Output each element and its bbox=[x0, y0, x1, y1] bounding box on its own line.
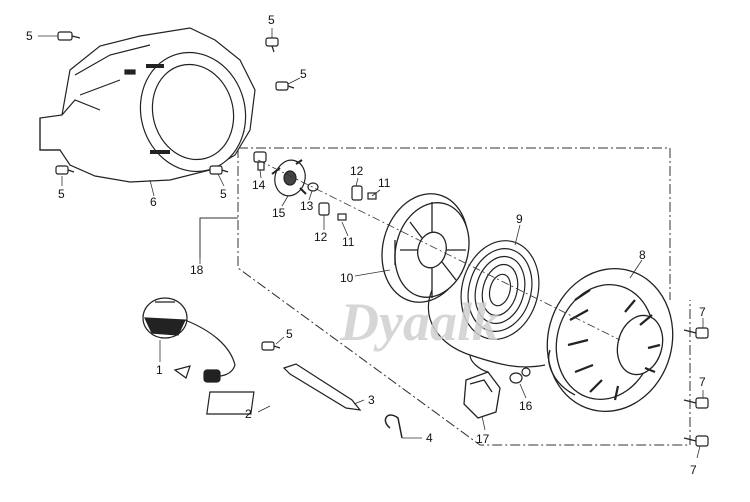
callout-5: 5 bbox=[220, 187, 227, 201]
screw-7c bbox=[683, 435, 709, 447]
assembly-boundary bbox=[238, 147, 671, 300]
callout-16: 16 bbox=[519, 399, 533, 413]
screw-7a bbox=[683, 327, 709, 339]
callout-5: 5 bbox=[268, 13, 275, 27]
callout-17: 17 bbox=[476, 432, 490, 446]
leader-lines bbox=[38, 28, 704, 459]
callout-5: 5 bbox=[26, 29, 33, 43]
label-sheet bbox=[206, 391, 255, 415]
assembly-boundary-left bbox=[237, 148, 690, 446]
ratchet bbox=[271, 159, 307, 197]
callout-9: 9 bbox=[516, 212, 523, 226]
callout-6: 6 bbox=[150, 195, 157, 209]
screw-5c bbox=[275, 81, 295, 91]
fuel-cap bbox=[142, 297, 236, 383]
center-bolt bbox=[253, 151, 267, 171]
screw-5b bbox=[265, 37, 279, 53]
starter-rope bbox=[427, 289, 546, 368]
callout-7: 7 bbox=[690, 463, 697, 477]
callout-18: 18 bbox=[190, 263, 204, 277]
watermark: Dyaalk bbox=[339, 292, 499, 352]
pawl bbox=[318, 185, 363, 216]
bracket-18 bbox=[199, 217, 238, 258]
callout-5: 5 bbox=[300, 67, 307, 81]
screw-7b bbox=[683, 397, 709, 409]
screw-5f bbox=[261, 341, 281, 351]
screw-5e bbox=[209, 165, 229, 175]
center-axis bbox=[257, 159, 621, 341]
dipstick bbox=[282, 363, 362, 411]
starter-case bbox=[546, 267, 674, 413]
starter-rope-to-handle bbox=[469, 354, 489, 373]
callout-7: 7 bbox=[699, 375, 706, 389]
callout-2: 2 bbox=[245, 407, 252, 421]
screw-5a bbox=[57, 31, 81, 41]
callout-1: 1 bbox=[156, 363, 163, 377]
callout-12: 12 bbox=[350, 164, 364, 178]
callout-7: 7 bbox=[699, 305, 706, 319]
callout-11: 11 bbox=[342, 235, 355, 249]
washer bbox=[307, 182, 319, 192]
callout-3: 3 bbox=[368, 393, 375, 407]
starter-pulley bbox=[381, 193, 470, 303]
rope-guide bbox=[509, 367, 531, 384]
callout-11: 11 bbox=[378, 176, 391, 190]
recoil-spring bbox=[460, 240, 540, 340]
callout-numbers: 5 5 5 5 5 5 6 14 15 13 12 11 12 11 9 10 … bbox=[26, 13, 706, 477]
callout-4: 4 bbox=[426, 431, 433, 445]
callout-14: 14 bbox=[252, 178, 266, 192]
starter-handle bbox=[463, 371, 501, 419]
callout-13: 13 bbox=[300, 199, 314, 213]
callout-8: 8 bbox=[639, 248, 646, 262]
fan-housing bbox=[39, 27, 256, 183]
clip bbox=[384, 414, 403, 439]
callout-10: 10 bbox=[340, 271, 354, 285]
screw-5d bbox=[55, 165, 75, 175]
callout-5: 5 bbox=[286, 327, 293, 341]
callout-12: 12 bbox=[314, 230, 328, 244]
callout-15: 15 bbox=[272, 206, 286, 220]
callout-5: 5 bbox=[58, 187, 65, 201]
